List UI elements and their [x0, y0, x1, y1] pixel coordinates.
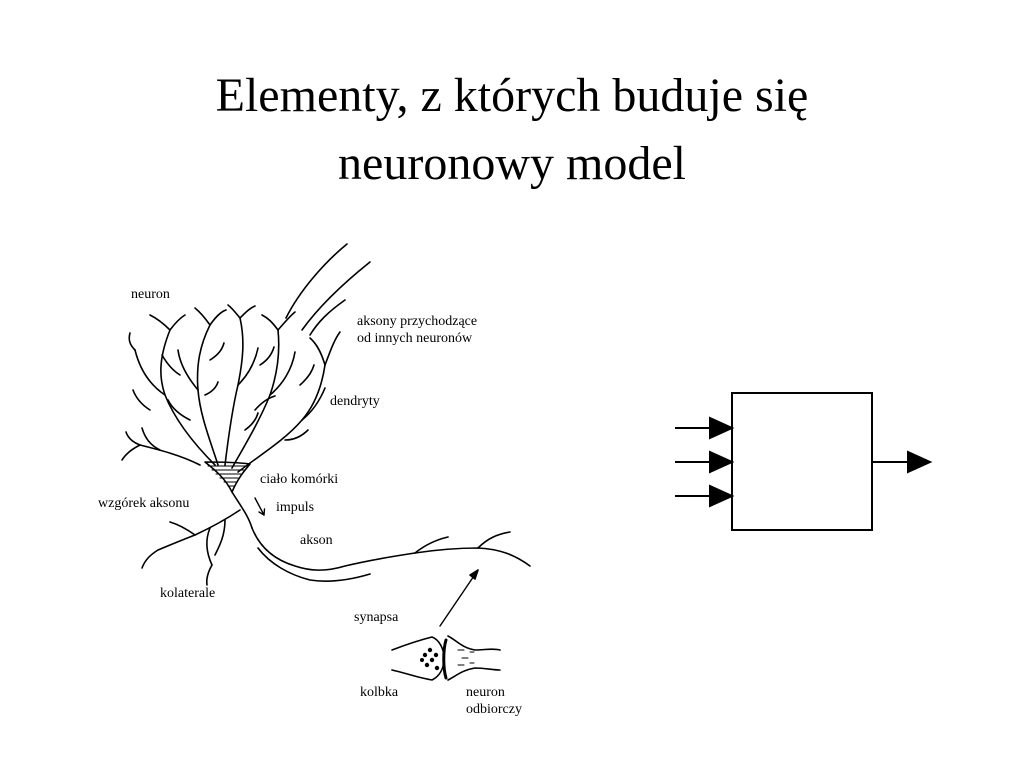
synapse-detail — [391, 635, 501, 681]
incoming-axon — [309, 299, 346, 336]
label-receiving-neuron: neuron odbiorczy — [466, 684, 522, 718]
impulse-arrow — [254, 497, 265, 516]
output-arrowhead — [907, 450, 933, 474]
model-block — [731, 392, 873, 531]
synapse-pointer — [439, 569, 479, 627]
label-impulse: impuls — [276, 500, 315, 515]
label-cell-body: ciało komórki — [260, 472, 339, 487]
collaterals — [141, 509, 241, 586]
title-line-2: neuronowy model — [338, 137, 686, 190]
slide-title: Elementy, z których buduje się neuronowy… — [0, 62, 1024, 198]
axon-hillock — [231, 491, 253, 529]
label-incoming-axons-line2: od innych neuronów — [357, 331, 473, 346]
label-receiving-neuron-line1: neuron — [466, 685, 505, 700]
label-collaterals: kolaterale — [160, 586, 216, 601]
axon — [251, 527, 531, 571]
label-neuron: neuron — [131, 287, 170, 302]
label-incoming-axons: aksony przychodzące od innych neuronów — [357, 313, 477, 347]
incoming-axon — [285, 243, 348, 319]
title-line-1: Elementy, z których buduje się — [215, 69, 809, 122]
input-arrowhead-2 — [709, 450, 735, 474]
label-synapse: synapsa — [354, 610, 399, 625]
label-receiving-neuron-line2: odbiorczy — [466, 702, 522, 717]
input-arrowhead-3 — [709, 484, 735, 508]
cell-body-hatching — [207, 465, 248, 487]
input-arrowhead-1 — [709, 416, 735, 440]
label-axon-hillock: wzgórek aksonu — [98, 496, 190, 511]
dendrite-tree — [121, 304, 341, 473]
label-axon: akson — [300, 533, 333, 548]
label-dendrites: dendryty — [330, 394, 380, 409]
label-bulb: kolbka — [360, 685, 399, 700]
cell-body — [204, 461, 251, 493]
incoming-axon — [301, 261, 371, 331]
label-incoming-axons-line1: aksony przychodzące — [357, 314, 478, 329]
